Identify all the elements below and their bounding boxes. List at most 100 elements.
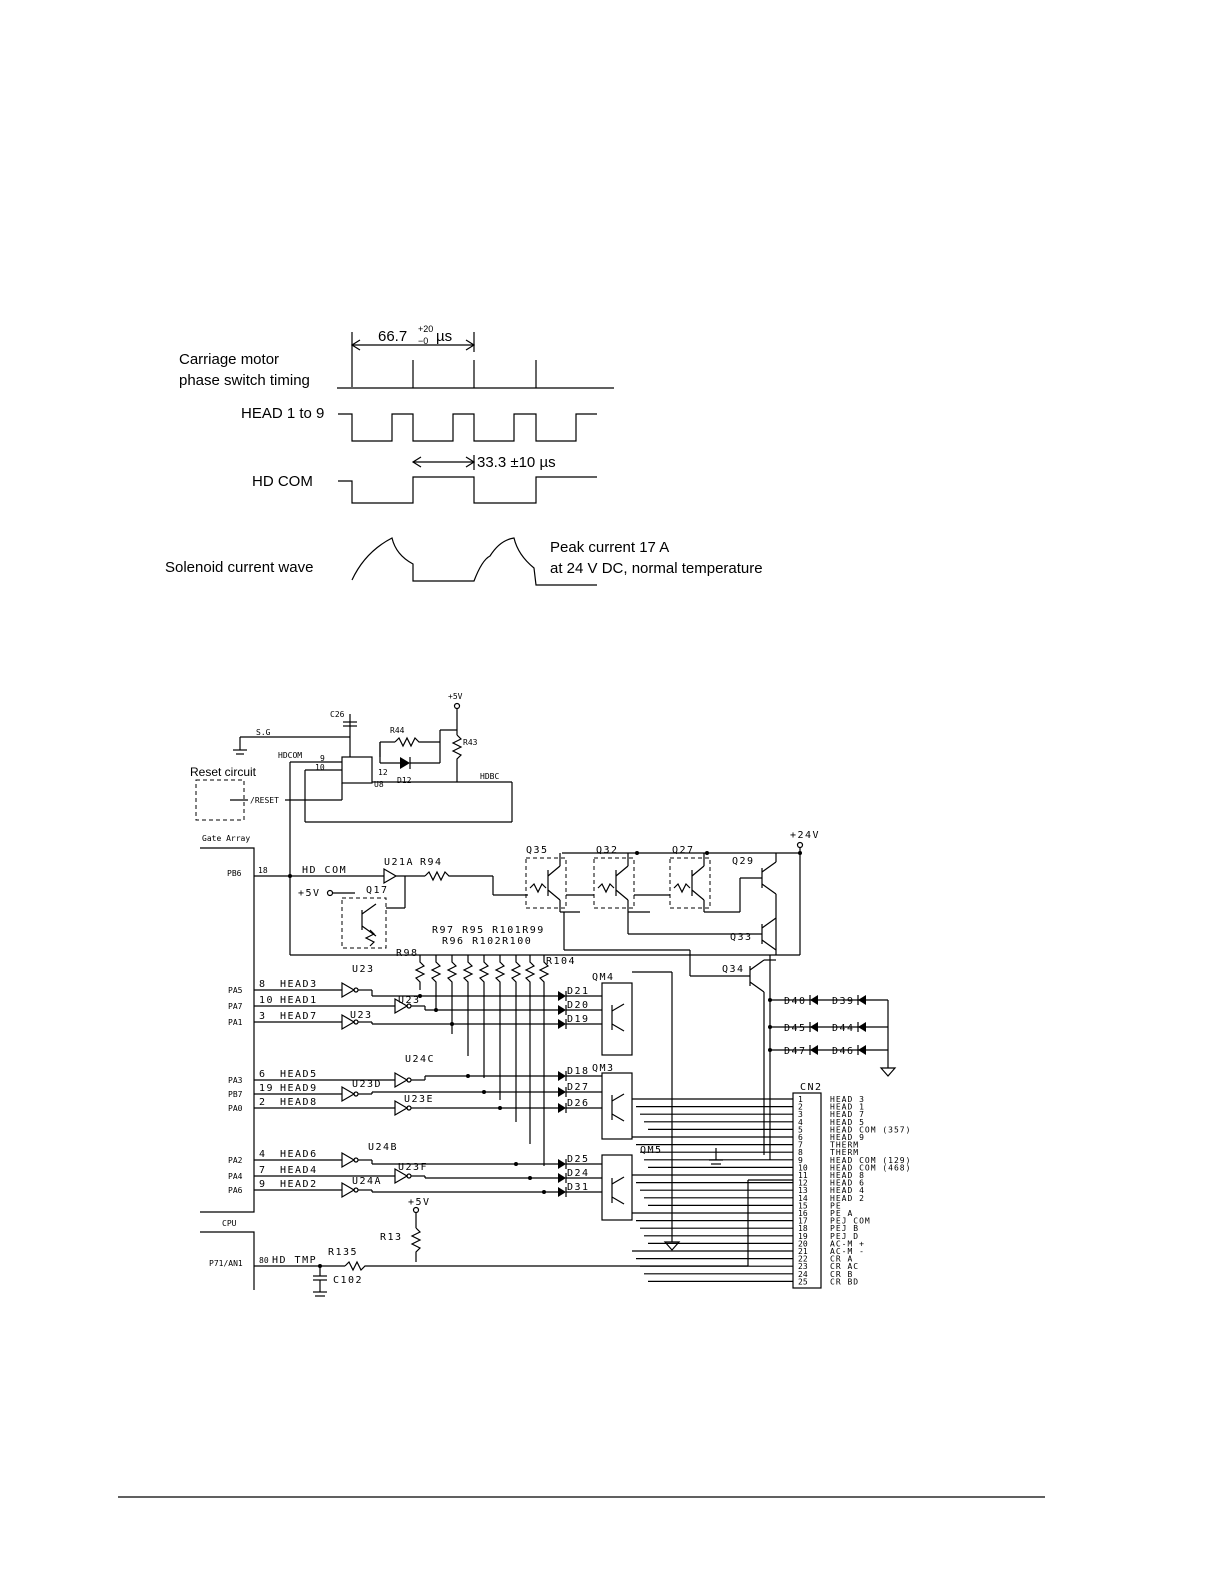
carriage-label-1: Carriage motor — [179, 351, 279, 368]
cn2-pin-number: 1 — [798, 1095, 803, 1104]
cn2-pin-number: 7 — [798, 1141, 803, 1150]
diode: D20 — [558, 1000, 602, 1015]
cn2-pin-signal: HEAD COM (357) — [830, 1125, 911, 1134]
pullup-resistor — [462, 955, 474, 1056]
u23b-gate-label: U23 — [398, 995, 421, 1006]
cn2-pin-number: 10 — [798, 1163, 808, 1172]
diode-label: D31 — [567, 1182, 590, 1193]
cn2-pin-signal: HEAD 7 — [830, 1110, 865, 1119]
period-unit: µs — [436, 328, 452, 345]
q32-label: Q32 — [596, 845, 619, 856]
cn2-pin-signal: PEJ D — [830, 1232, 859, 1241]
cn2-pin-signal: HEAD 6 — [830, 1179, 865, 1188]
cn2-pin-signal: AC-M + — [830, 1239, 865, 1248]
cn2-pin: 21 AC-M - — [632, 1247, 865, 1256]
cn2-pin-signal: HEAD COM (129) — [830, 1156, 911, 1165]
r94-resistor — [424, 870, 493, 882]
cn2-pin-signal: HEAD 1 — [830, 1103, 865, 1112]
r98-label: R98 — [396, 948, 419, 959]
timing-diagram: 66.7 +20 −0 µs Carriage motor phase swit… — [165, 324, 763, 586]
q33-label: Q33 — [730, 932, 753, 943]
cn2-pin-signal: HEAD 8 — [830, 1171, 865, 1180]
q33-transistor — [627, 912, 777, 951]
cn2-pin: 8 THERM — [640, 1148, 859, 1157]
cn2-pin-signal: AC-M - — [830, 1247, 865, 1256]
cn2-pin-number: 19 — [798, 1232, 808, 1241]
diode-label: D45 — [784, 1023, 807, 1034]
pullup-resistor — [538, 955, 550, 1166]
diode-label: D44 — [832, 1023, 855, 1034]
carriage-label-2: phase switch timing — [179, 372, 310, 389]
diode: D27 — [558, 1082, 602, 1097]
qm4-label: QM4 — [592, 972, 615, 983]
u23d-gate-label: U23D — [352, 1079, 382, 1090]
pin-label: 10 — [259, 995, 274, 1006]
q29-label: Q29 — [732, 856, 755, 867]
pullup-resistor — [430, 955, 442, 1012]
cn2-pin-signal: HEAD COM (468) — [830, 1163, 911, 1172]
hdbc-label: HDBC — [480, 772, 499, 781]
port-label: PA7 — [228, 1002, 243, 1011]
resistor-row1-label: R97 R95 R101R99 — [432, 925, 545, 936]
pullup-resistor — [446, 955, 458, 1034]
q35-label: Q35 — [526, 845, 549, 856]
reset-circuit-title: Reset circuit — [190, 765, 257, 779]
q27-label: Q27 — [672, 845, 695, 856]
hdcom-pulse-label: 33.3 ±10 µs — [477, 454, 556, 471]
hdcom-waveform — [338, 476, 597, 504]
head-signal-label: HEAD7 — [280, 1011, 318, 1022]
diode-label: D25 — [567, 1154, 590, 1165]
pin10-label: 10 — [315, 763, 325, 772]
gate-array-label: Gate Array — [202, 834, 250, 843]
cn2-pin-number: 20 — [798, 1239, 808, 1248]
qm5-label: QM5 — [640, 1145, 663, 1156]
port-label: PA4 — [228, 1172, 243, 1181]
peak-label-1: Peak current 17 A — [550, 539, 669, 556]
diode-label: D18 — [567, 1066, 590, 1077]
inverter-gate — [394, 1099, 409, 1117]
r104-label: R104 — [546, 956, 576, 967]
pin12-label: 12 — [378, 768, 388, 777]
cn2-pin-number: 8 — [798, 1148, 803, 1157]
cn2-pin-number: 14 — [798, 1194, 808, 1203]
peak-label-2: at 24 V DC, normal temperature — [550, 560, 763, 577]
cn2-pin-number: 3 — [798, 1110, 803, 1119]
cn2-pin-signal: HEAD 9 — [830, 1133, 865, 1142]
period-tolerance-plus: +20 — [418, 324, 433, 334]
hd-tmp-label: HD TMP — [272, 1255, 317, 1266]
head-signal-label: HEAD6 — [280, 1149, 318, 1160]
cn2-pin: 10 HEAD COM (468) — [648, 1163, 911, 1172]
cn2-pin-signal: THERM — [830, 1148, 859, 1157]
pin9-label: 9 — [320, 754, 325, 763]
diode: D18 — [558, 1066, 602, 1081]
cn2-pin-signal: CR BD — [830, 1277, 859, 1286]
head-drive-schematic: +5V R43 S.G C26 U8 12 9 10 HDCOM R44 — [190, 692, 911, 1297]
u24c-gate-label: U24C — [405, 1054, 435, 1065]
r44-label: R44 — [390, 726, 405, 735]
pin-label: 19 — [259, 1083, 274, 1094]
diode: D25 — [558, 1154, 602, 1169]
cn2-pin-number: 21 — [798, 1247, 808, 1256]
r13-resistor — [410, 1227, 422, 1262]
inverter-gate — [341, 981, 356, 999]
pullup-resistor — [510, 955, 522, 1122]
cn2-pin-number: 16 — [798, 1209, 808, 1218]
c26-label: C26 — [330, 710, 345, 719]
q32-transistor — [593, 857, 635, 909]
cn2-pin-signal: HEAD 2 — [830, 1194, 865, 1203]
port-label: PB7 — [228, 1090, 243, 1099]
cn2-pin-number: 9 — [798, 1156, 803, 1165]
q35-transistor — [525, 857, 567, 909]
